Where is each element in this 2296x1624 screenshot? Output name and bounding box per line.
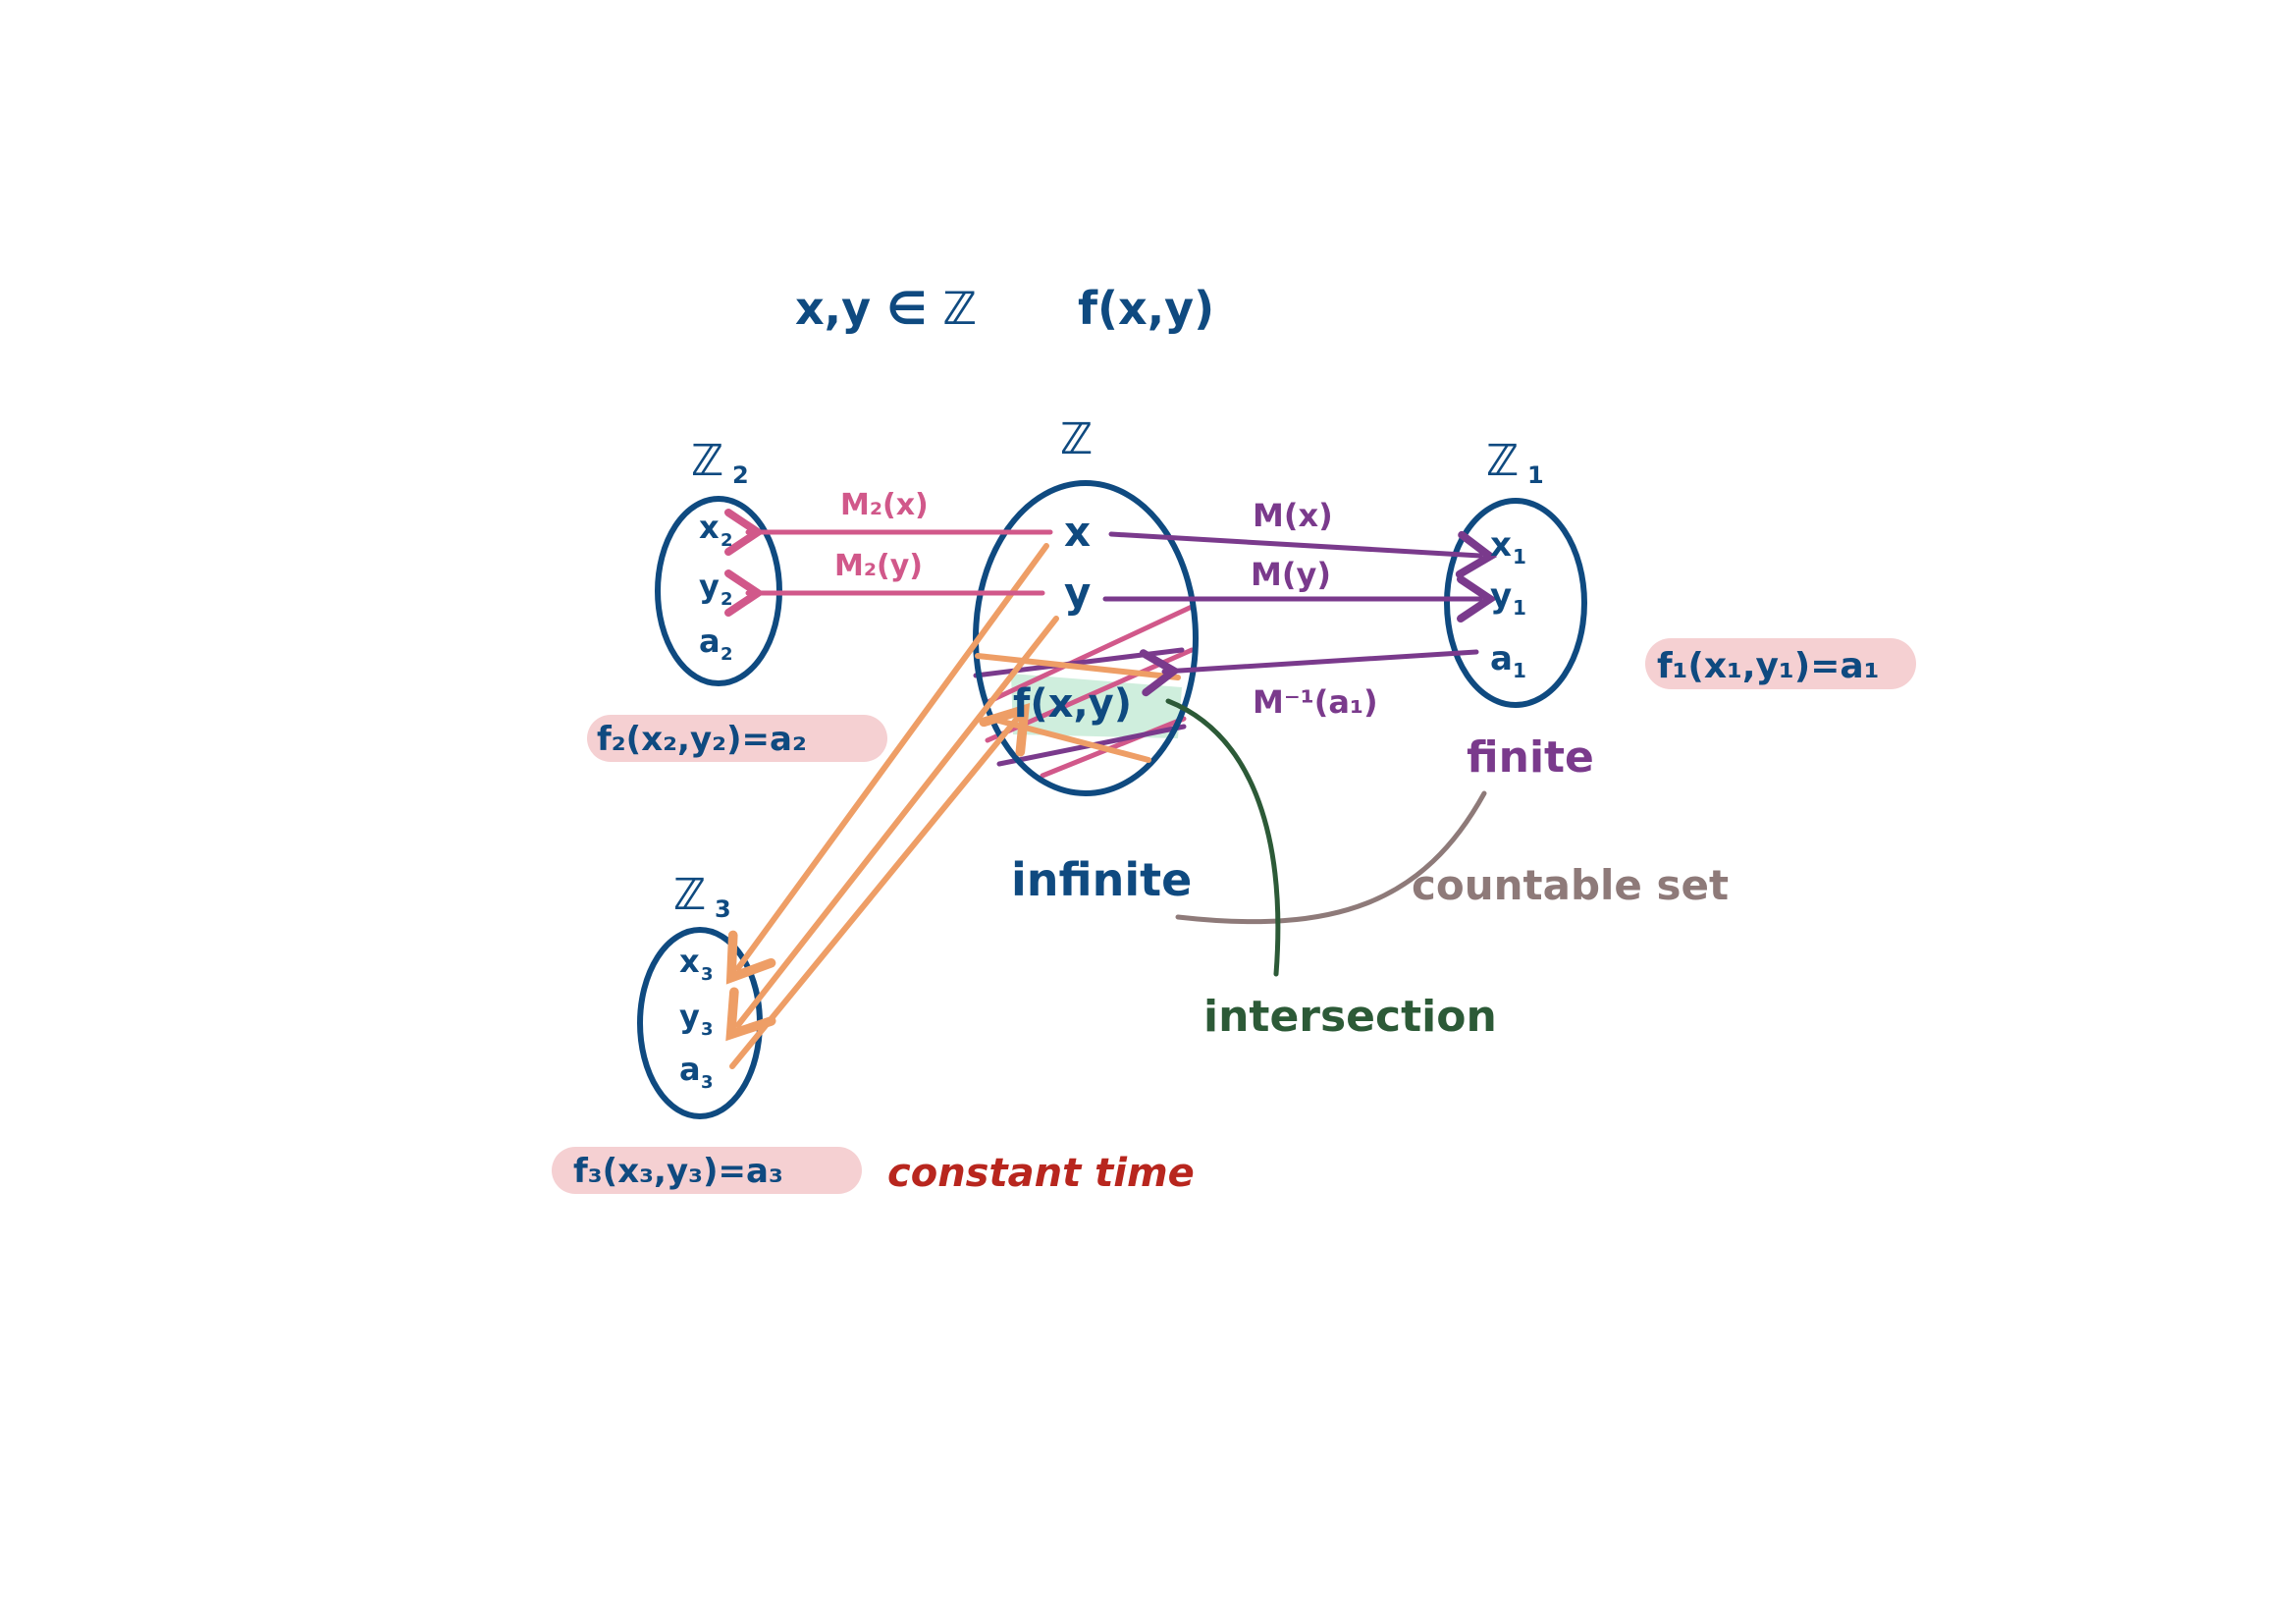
equation-f1: f₁(x₁,y₁)=a₁: [1657, 646, 1879, 686]
orange-hatch-2: [988, 716, 1151, 763]
arrow-y-to-y3: [725, 616, 1059, 1042]
annotation-finite: finite: [1467, 732, 1594, 783]
set-z3-label: ℤ 3: [673, 870, 731, 923]
orange-arrows: [725, 543, 1181, 1069]
svg-text:3: 3: [701, 964, 714, 985]
set-z-label: ℤ: [1060, 414, 1093, 464]
svg-text:x: x: [679, 943, 700, 980]
mapping-mx-label: M(x): [1253, 497, 1333, 534]
equation-f3: f₃(x₃,y₃)=a₃: [573, 1152, 783, 1191]
svg-text:y: y: [699, 568, 720, 605]
z2-element-y2: y 2: [699, 568, 733, 610]
intersection-curve: [1165, 698, 1281, 977]
countable-set-curve: [1175, 790, 1487, 925]
svg-text:ℤ: ℤ: [1060, 414, 1093, 464]
svg-text:y: y: [679, 998, 700, 1035]
z3-element-x3: x 3: [679, 943, 714, 985]
svg-text:2: 2: [721, 530, 733, 551]
z-element-y: y: [1064, 568, 1091, 617]
purple-arrows: [1102, 530, 1498, 697]
function-label: f(x,y): [1078, 282, 1214, 335]
z-element-x: x: [1064, 508, 1091, 556]
set-z2-label: ℤ 2: [691, 436, 749, 489]
z3-element-y3: y 3: [679, 998, 714, 1040]
svg-text:x: x: [1490, 525, 1512, 565]
svg-text:1: 1: [1513, 596, 1526, 620]
svg-text:a: a: [1490, 639, 1513, 678]
svg-text:3: 3: [701, 1072, 714, 1093]
equation-f2: f₂(x₂,y₂)=a₂: [597, 720, 807, 759]
svg-text:1: 1: [1527, 461, 1544, 489]
svg-text:1: 1: [1513, 545, 1526, 568]
annotation-intersection: intersection: [1203, 992, 1497, 1042]
mapping-my-label: M(y): [1251, 556, 1331, 593]
z-element-fxy: f(x,y): [1013, 681, 1132, 727]
f1-highlight: [1645, 638, 1916, 689]
z1-element-y1: y 1: [1490, 576, 1526, 620]
svg-text:2: 2: [721, 644, 733, 665]
membership-label: x,y ∈ ℤ: [795, 282, 977, 335]
mapping-m2y-label: M₂(y): [834, 549, 923, 583]
pink-arrows: [724, 509, 1053, 617]
f2-highlight: [587, 715, 887, 762]
z1-element-a1: a 1: [1490, 639, 1526, 682]
annotation-infinite: infinite: [1011, 853, 1192, 906]
svg-text:ℤ: ℤ: [1486, 436, 1519, 486]
z1-element-x1: x 1: [1490, 525, 1526, 568]
svg-text:x: x: [699, 509, 720, 546]
svg-text:2: 2: [732, 461, 749, 489]
svg-text:a: a: [699, 623, 721, 660]
svg-text:y: y: [1490, 576, 1512, 616]
svg-text:a: a: [679, 1051, 701, 1088]
mapping-m2x-label: M₂(x): [840, 488, 929, 522]
svg-text:3: 3: [701, 1019, 714, 1040]
z2-element-x2: x 2: [699, 509, 733, 551]
set-z1-ellipse: [1444, 498, 1587, 708]
f3-highlight: [552, 1147, 862, 1194]
svg-text:2: 2: [721, 589, 733, 610]
svg-text:ℤ: ℤ: [673, 870, 706, 920]
annotation-constant-time: constant time: [887, 1151, 1195, 1196]
z3-element-a3: a 3: [679, 1051, 714, 1093]
annotation-countable-set: countable set: [1412, 861, 1729, 909]
set-z1-label: ℤ 1: [1486, 436, 1544, 489]
z2-element-a2: a 2: [699, 623, 733, 665]
arrow-x-to-x3: [725, 543, 1049, 985]
arrow-a1-to-fxy: [1139, 649, 1479, 697]
svg-text:1: 1: [1513, 659, 1526, 682]
svg-text:3: 3: [715, 895, 731, 923]
arrow-a3-to-fxy: [729, 703, 1031, 1069]
fxy-intersection-highlight: [1011, 674, 1182, 738]
mapping-minv-label: M⁻¹(a₁): [1253, 683, 1378, 721]
svg-text:ℤ: ℤ: [691, 436, 723, 486]
arrow-x-to-x1: [1108, 530, 1498, 578]
